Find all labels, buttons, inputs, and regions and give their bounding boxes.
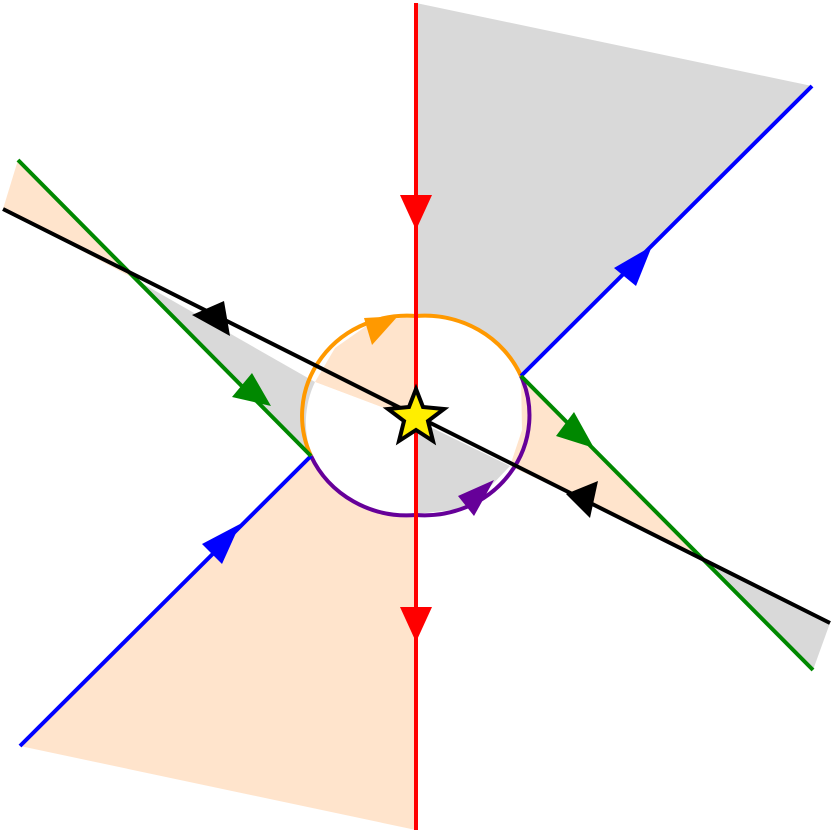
peach-region-upper-center bbox=[315, 316, 416, 420]
orange-arc-arrow-icon bbox=[364, 316, 398, 345]
disc-interior bbox=[416, 315, 520, 416]
green-arrow-upper-icon bbox=[232, 373, 271, 406]
purple-arc-arrow-icon bbox=[458, 480, 494, 516]
blue-arrow-lower-icon bbox=[202, 524, 240, 564]
peach-region-upper-left-tip bbox=[3, 160, 131, 277]
peach-region-lower-left bbox=[20, 456, 416, 830]
red-arrow-lower-icon bbox=[400, 607, 432, 642]
green-arrow-lower-icon bbox=[556, 412, 594, 448]
blue-diagonal-line-lower bbox=[18, 454, 313, 748]
star-icon bbox=[382, 383, 450, 446]
blue-diagonal-line-upper bbox=[519, 84, 814, 378]
disc-interior-lower-left bbox=[305, 382, 416, 515]
black-arrow-lower-icon bbox=[566, 481, 598, 518]
gray-region-upper-right bbox=[416, 3, 812, 376]
black-arrow-upper-icon bbox=[192, 301, 230, 336]
purple-arc bbox=[309, 375, 532, 518]
green-diagonal-line-upper bbox=[16, 158, 313, 458]
blue-arrow-upper-icon bbox=[614, 246, 652, 286]
gray-region-right-tip bbox=[701, 556, 830, 670]
red-arrow-upper-icon bbox=[400, 195, 432, 230]
green-diagonal-line-lower bbox=[519, 374, 815, 672]
